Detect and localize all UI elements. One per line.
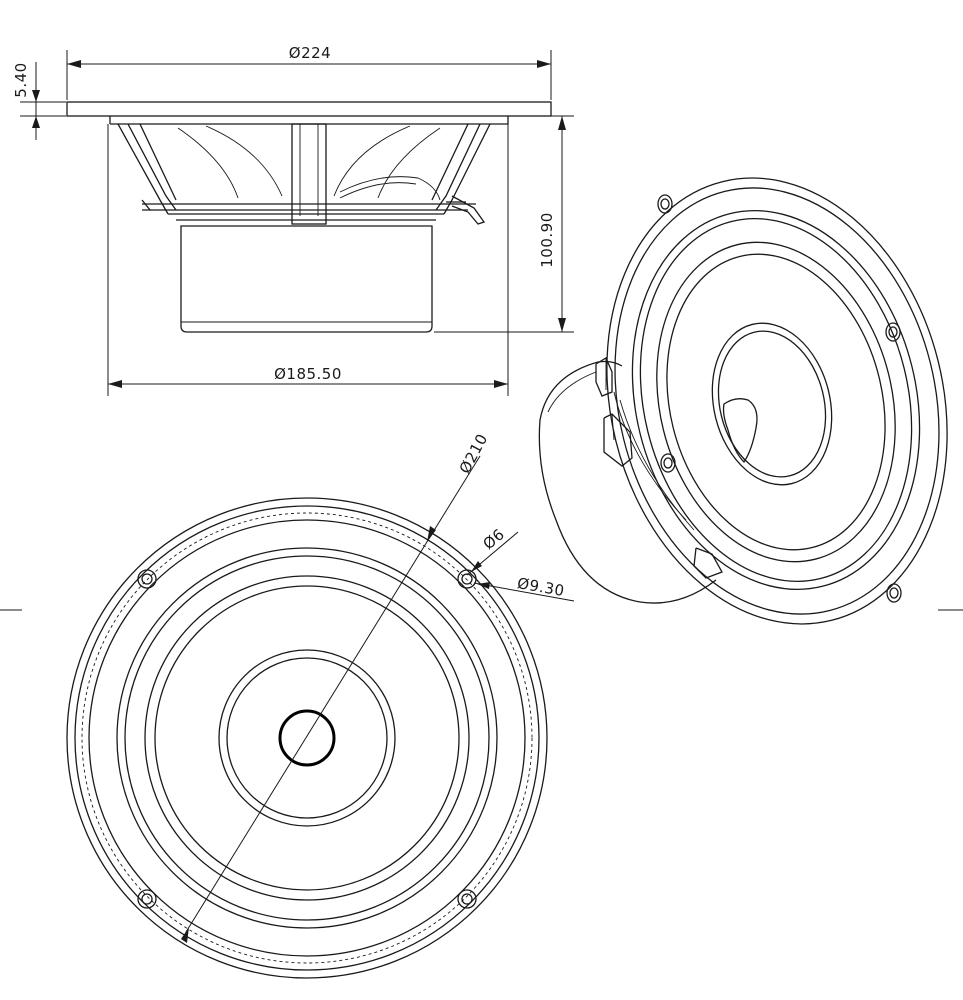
hole-diameter-label: Ø6 <box>479 525 508 553</box>
hole-outer-diameter-label: Ø9.30 <box>516 574 566 600</box>
perspective-hole-2 <box>885 322 901 342</box>
perspective-hole-1 <box>657 194 673 214</box>
perspective-magnet <box>538 361 717 604</box>
dimension-hole-diameter: Ø6 <box>466 525 519 576</box>
dimension-body-diameter: Ø185.50 <box>107 124 509 396</box>
perspective-dust-cap <box>722 398 758 464</box>
dust-cap <box>278 709 336 767</box>
perspective-view <box>538 177 948 625</box>
flange-thickness-label: 5.40 <box>12 62 30 97</box>
mounting-circle <box>81 512 533 964</box>
mounting-hole-top-right <box>457 569 477 589</box>
basket-frame <box>109 116 509 225</box>
side-view <box>66 101 552 333</box>
perspective-terminal <box>595 357 723 579</box>
body-diameter-label: Ø185.50 <box>274 365 342 383</box>
dimension-hole-outer-diameter: Ø9.30 <box>473 574 575 602</box>
mounting-hole-bottom-left <box>137 889 157 909</box>
perspective-hole-4 <box>886 583 902 603</box>
mounting-hole-bottom-right <box>457 889 477 909</box>
cone-inner <box>218 649 396 827</box>
mounting-circle-label: Ø210 <box>456 431 492 477</box>
front-view <box>0 497 963 979</box>
surround-outer <box>116 547 498 929</box>
flange-plate <box>66 101 552 117</box>
flange-outer-circle <box>66 497 548 979</box>
mounting-hole-top-left <box>137 569 157 589</box>
dimension-flange-diameter: Ø224 <box>66 42 552 100</box>
perspective-flange-outer <box>606 177 948 625</box>
perspective-hole-3 <box>660 453 676 473</box>
dimension-flange-thickness: 5.40 <box>12 62 66 140</box>
magnet <box>180 225 433 333</box>
dimension-depth: 100.90 <box>434 115 574 333</box>
depth-label: 100.90 <box>538 212 556 268</box>
flange-diameter-label: Ø224 <box>289 44 331 62</box>
